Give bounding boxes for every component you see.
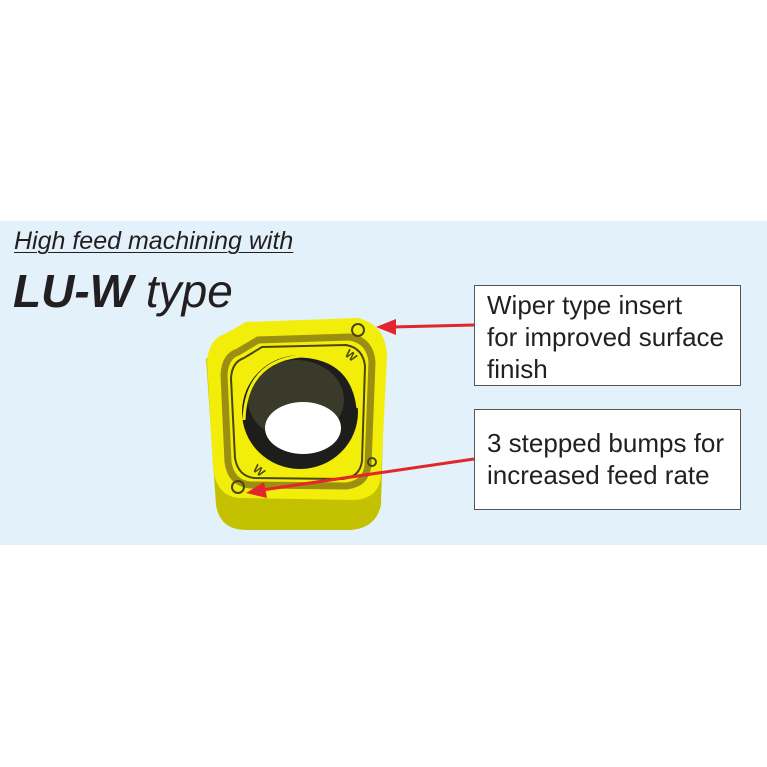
- arrow-bumps-line: [261, 457, 475, 492]
- corner-bump-bottom-right: [367, 457, 377, 467]
- arrow-wiper-head: [376, 319, 396, 335]
- title-product-code: LU-W: [13, 265, 134, 317]
- callout-wiper-line-1: Wiper type insert: [487, 290, 683, 320]
- callout-wiper-line-3: finish: [487, 354, 548, 384]
- title: LU-W type: [13, 268, 233, 314]
- callout-wiper-insert: Wiper type insert for improved surface f…: [474, 285, 741, 386]
- insert-hole-opening: [265, 402, 341, 454]
- subtitle: High feed machining with: [14, 227, 294, 255]
- corner-bump-top-right: [351, 323, 365, 337]
- insert-illustration: W W: [206, 318, 387, 530]
- callout-bumps-line-1: 3 stepped bumps for: [487, 428, 725, 458]
- callout-wiper-line-2: for improved surface: [487, 322, 724, 352]
- insert-chipbreaker-groove: [220, 333, 376, 490]
- insert-hole-rim: [242, 354, 360, 421]
- title-suffix: type: [145, 265, 233, 317]
- callout-arrows: [246, 319, 475, 498]
- arrow-wiper-line: [391, 323, 475, 329]
- callout-bumps-line-2: increased feed rate: [487, 460, 710, 490]
- arrow-bumps-head: [246, 482, 267, 498]
- corner-bump-bottom-left: [231, 480, 245, 494]
- callout-stepped-bumps: 3 stepped bumps for increased feed rate: [474, 409, 741, 510]
